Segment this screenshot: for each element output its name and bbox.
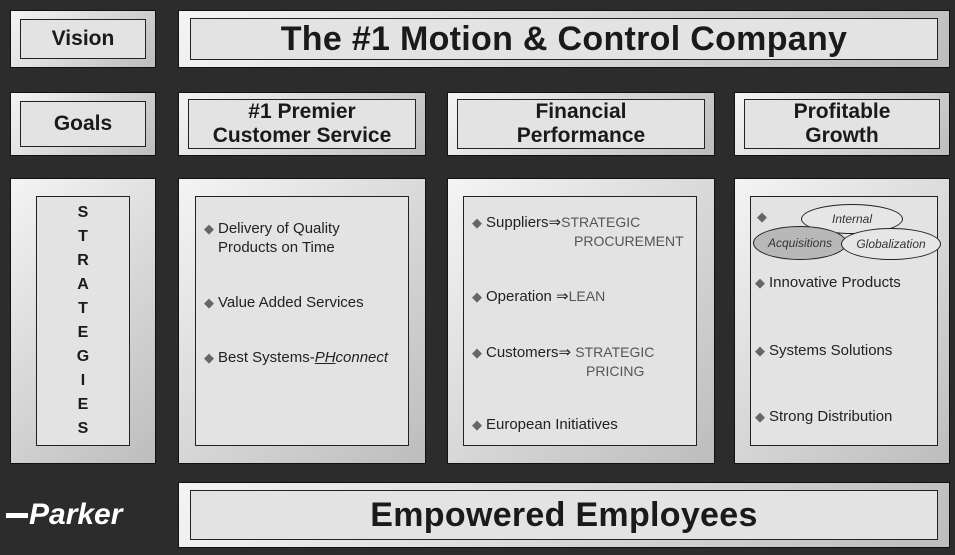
- list-item-suppliers: ◆ Suppliers⇒STRATEGIC PROCUREMENT: [472, 213, 684, 251]
- list-item-systems: ◆ Systems Solutions: [755, 341, 892, 360]
- diamond-icon: ◆: [204, 295, 214, 310]
- strategies-letter: R: [77, 252, 89, 269]
- strategies-letter: T: [78, 300, 88, 317]
- customers-target-2: PRICING: [586, 363, 645, 379]
- goal-customer-service: #1 Premier Customer Service: [188, 99, 416, 149]
- goal-financial: Financial Performance: [457, 99, 705, 149]
- diamond-icon: ◆: [472, 417, 482, 432]
- operation-text: Operation: [486, 288, 552, 305]
- diamond-icon: ◆: [755, 275, 765, 290]
- list-item-european: ◆ European Initiatives: [472, 415, 618, 434]
- diamond-icon: ◆: [755, 343, 765, 358]
- list-item-delivery: ◆ Delivery of Quality Products on Time: [204, 219, 340, 257]
- strategies-letter: S: [77, 420, 89, 437]
- diamond-icon: ◆: [472, 345, 482, 360]
- vision-label: Vision: [20, 19, 146, 59]
- customers-target-1: STRATEGIC: [575, 344, 655, 360]
- arrow-icon: ⇒: [548, 214, 562, 231]
- best-systems-prefix: Best Systems-: [218, 349, 315, 366]
- list-item-operation: ◆ Operation ⇒LEAN: [472, 287, 605, 306]
- list-item-innovative: ◆ Innovative Products: [755, 273, 901, 292]
- strategies-letter: E: [77, 396, 89, 413]
- strategies-letter: A: [77, 276, 89, 293]
- arrow-icon: ⇒: [558, 344, 572, 361]
- acquisitions-ellipse: Acquisitions: [753, 226, 847, 260]
- employees-statement: Empowered Employees: [190, 490, 938, 540]
- systems-text: Systems Solutions: [769, 342, 893, 359]
- acquisitions-text: Acquisitions: [767, 236, 833, 250]
- list-item-distribution: ◆ Strong Distribution: [755, 407, 892, 426]
- phconnect-suffix: connect: [335, 349, 389, 366]
- phconnect-ph: PH: [314, 349, 336, 366]
- parker-logo: Parker: [6, 494, 166, 536]
- diamond-icon: ◆: [757, 209, 767, 224]
- parker-logo-text: Parker: [29, 498, 123, 531]
- delivery-line2: Products on Time: [218, 239, 335, 256]
- strategies-letter: I: [80, 372, 86, 389]
- customers-text: Customers: [486, 344, 559, 361]
- diamond-icon: ◆: [472, 215, 482, 230]
- innovative-text: Innovative Products: [769, 274, 901, 291]
- goal-growth: Profitable Growth: [744, 99, 940, 149]
- strategies-letter: G: [76, 348, 90, 365]
- globalization-ellipse: Globalization: [841, 228, 941, 260]
- delivery-line1: Delivery of Quality: [218, 220, 340, 237]
- diamond-icon: ◆: [204, 221, 214, 236]
- goals-label-text: Goals: [53, 112, 113, 135]
- logo-bar-icon: [6, 512, 28, 518]
- suppliers-text: Suppliers: [486, 214, 549, 231]
- goal-customer-service-line2: Customer Service: [212, 124, 392, 147]
- goals-label: Goals: [20, 101, 146, 147]
- financial-panel: ◆Suppliers⇒STRATEGIC PROCUREMENT ◆Operat…: [463, 196, 697, 446]
- diamond-icon: ◆: [755, 409, 765, 424]
- vision-statement: The #1 Motion & Control Company: [190, 18, 938, 60]
- goal-financial-line1: Financial: [535, 100, 627, 123]
- strategies-panel: [36, 196, 130, 446]
- european-text: European Initiatives: [486, 416, 618, 433]
- goal-growth-line1: Profitable: [793, 100, 891, 123]
- customer-service-panel: ◆ Delivery of Quality Products on Time ◆ V…: [195, 196, 409, 446]
- arrow-icon: ⇒: [556, 288, 569, 305]
- diamond-icon: ◆: [472, 289, 482, 304]
- value-added-text: Value Added Services: [218, 294, 364, 311]
- strategies-letter: T: [78, 228, 88, 245]
- list-item-value-added: ◆ Value Added Services: [204, 293, 364, 312]
- globalization-text: Globalization: [856, 237, 926, 251]
- goal-growth-line2: Growth: [805, 124, 879, 147]
- suppliers-target-1: STRATEGIC: [561, 214, 641, 230]
- goal-financial-line2: Performance: [516, 124, 646, 147]
- operation-target: LEAN: [568, 288, 606, 304]
- distribution-text: Strong Distribution: [769, 408, 893, 425]
- list-item-best-systems: ◆ Best Systems-PHconnect: [204, 348, 388, 367]
- strategies-letter: E: [77, 324, 89, 341]
- suppliers-target-2: PROCUREMENT: [574, 233, 684, 249]
- internal-text: Internal: [831, 212, 873, 226]
- strategies-letter: S: [77, 204, 89, 221]
- growth-panel: ◆ Internal Acquisitions Globalization ◆ I…: [750, 196, 941, 446]
- list-item-customers: ◆ Customers⇒ STRATEGIC PRICING: [472, 343, 654, 381]
- diamond-icon: ◆: [204, 350, 214, 365]
- goal-customer-service-line1: #1 Premier: [248, 100, 356, 123]
